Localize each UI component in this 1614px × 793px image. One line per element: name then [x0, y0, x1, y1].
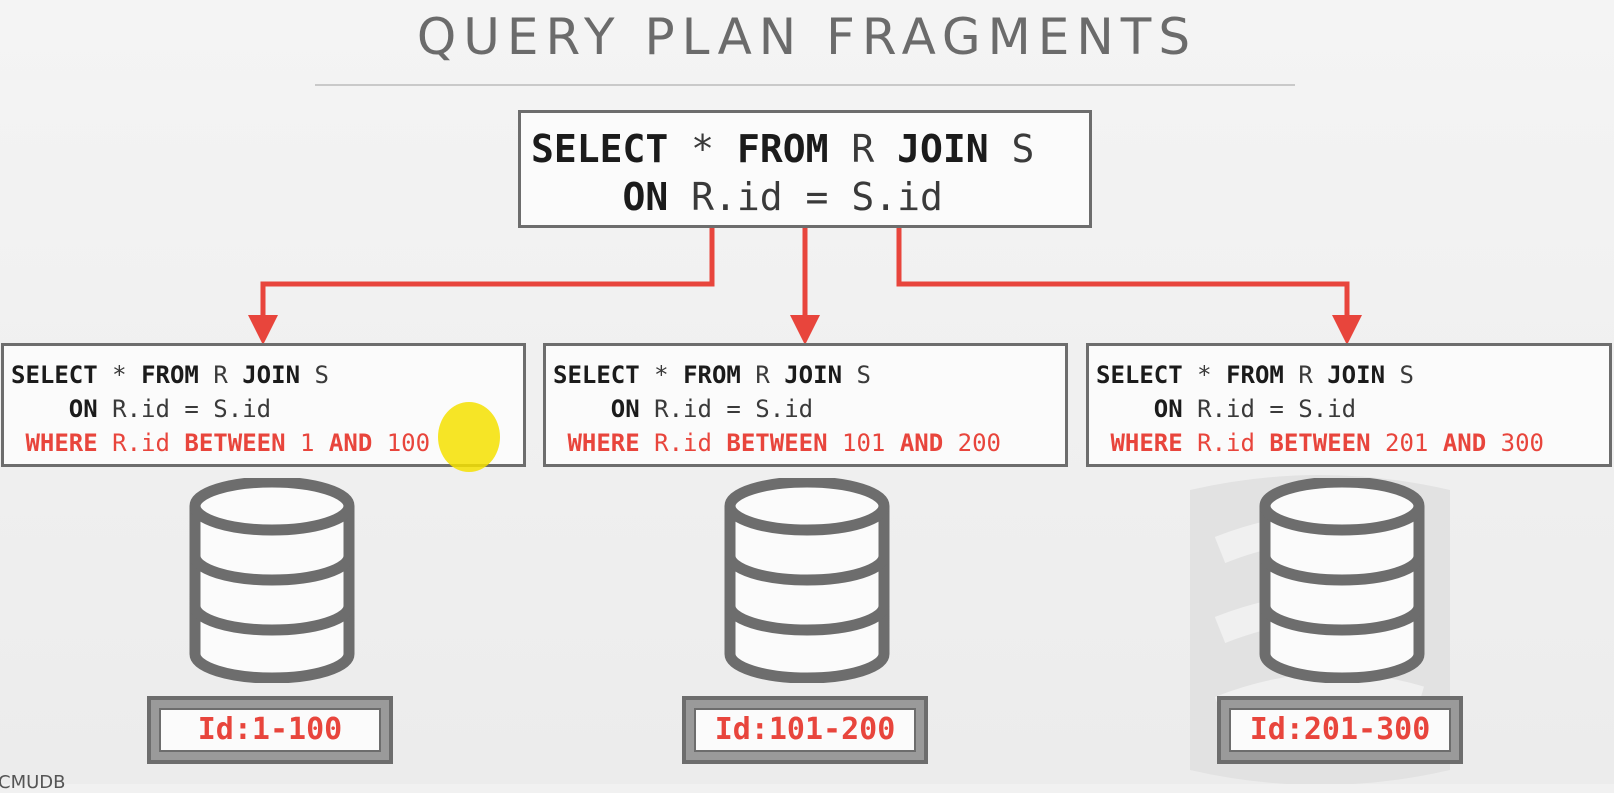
- partition-range-text: Id:101-200: [694, 708, 916, 752]
- keyword-between: BETWEEN: [184, 429, 286, 457]
- keyword-on: ON: [1153, 395, 1183, 423]
- keyword-on: ON: [610, 395, 640, 423]
- table-s: S: [856, 361, 871, 389]
- title-divider: [315, 84, 1295, 86]
- database-icon: [189, 478, 355, 683]
- partition-label-2: Id:101-200: [682, 696, 928, 764]
- footer-logo-text: CMUDB: [0, 772, 66, 793]
- table-s: S: [1399, 361, 1414, 389]
- table-r: R: [213, 361, 228, 389]
- range-low: 1: [300, 429, 315, 457]
- table-r: R: [1298, 361, 1313, 389]
- keyword-join: JOIN: [1327, 361, 1386, 389]
- join-condition: R.id = S.id: [1197, 395, 1357, 423]
- keyword-on: ON: [622, 175, 669, 219]
- page-title: QUERY PLAN FRAGMENTS: [416, 8, 1198, 66]
- keyword-join: JOIN: [242, 361, 301, 389]
- table-s: S: [314, 361, 329, 389]
- keyword-from: FROM: [1226, 361, 1284, 389]
- fragment-box-3: SELECT * FROM R JOIN S ON R.id = S.id WH…: [1086, 343, 1612, 467]
- join-condition: R.id = S.id: [112, 395, 272, 423]
- star-symbol: *: [1197, 361, 1212, 389]
- where-column: R.id: [112, 429, 170, 457]
- keyword-select: SELECT: [1096, 361, 1183, 389]
- where-column: R.id: [1197, 429, 1255, 457]
- range-low: 201: [1385, 429, 1429, 457]
- join-condition: R.id = S.id: [654, 395, 814, 423]
- partition-range-text: Id:1-100: [159, 708, 381, 752]
- partition-range-text: Id:201-300: [1229, 708, 1451, 752]
- keyword-between: BETWEEN: [1269, 429, 1371, 457]
- star-symbol: *: [654, 361, 669, 389]
- fragment-box-2: SELECT * FROM R JOIN S ON R.id = S.id WH…: [543, 343, 1068, 467]
- join-condition: R.id = S.id: [691, 175, 943, 219]
- keyword-and: AND: [328, 429, 373, 457]
- keyword-on: ON: [68, 395, 98, 423]
- keyword-from: FROM: [141, 361, 199, 389]
- keyword-from: FROM: [736, 127, 829, 171]
- range-high: 200: [957, 429, 1001, 457]
- keyword-and: AND: [899, 429, 944, 457]
- keyword-join: JOIN: [897, 127, 989, 171]
- keyword-from: FROM: [683, 361, 741, 389]
- star-symbol: *: [112, 361, 127, 389]
- database-icon: [724, 478, 890, 683]
- range-low: 101: [842, 429, 886, 457]
- keyword-select: SELECT: [11, 361, 98, 389]
- range-high: 300: [1500, 429, 1544, 457]
- partition-label-1: Id:1-100: [147, 696, 393, 764]
- keyword-where: WHERE: [1110, 429, 1183, 457]
- keyword-between: BETWEEN: [726, 429, 828, 457]
- range-high: 100: [386, 429, 431, 457]
- where-column: R.id: [654, 429, 712, 457]
- keyword-join: JOIN: [784, 361, 843, 389]
- database-icon: [1259, 478, 1425, 683]
- keyword-and: AND: [1442, 429, 1487, 457]
- arrow-left: [248, 228, 715, 345]
- cursor-highlight: [438, 402, 500, 472]
- keyword-select: SELECT: [553, 361, 640, 389]
- table-s: S: [1011, 127, 1035, 171]
- table-r: R: [755, 361, 770, 389]
- keyword-where: WHERE: [25, 429, 98, 457]
- star-symbol: *: [691, 127, 715, 171]
- main-query-box: SELECT * FROM R JOIN S ON R.id = S.id: [518, 110, 1092, 228]
- table-r: R: [851, 127, 875, 171]
- keyword-select: SELECT: [531, 127, 669, 171]
- arrow-right: [896, 228, 1362, 345]
- keyword-where: WHERE: [567, 429, 640, 457]
- partition-label-3: Id:201-300: [1217, 696, 1463, 764]
